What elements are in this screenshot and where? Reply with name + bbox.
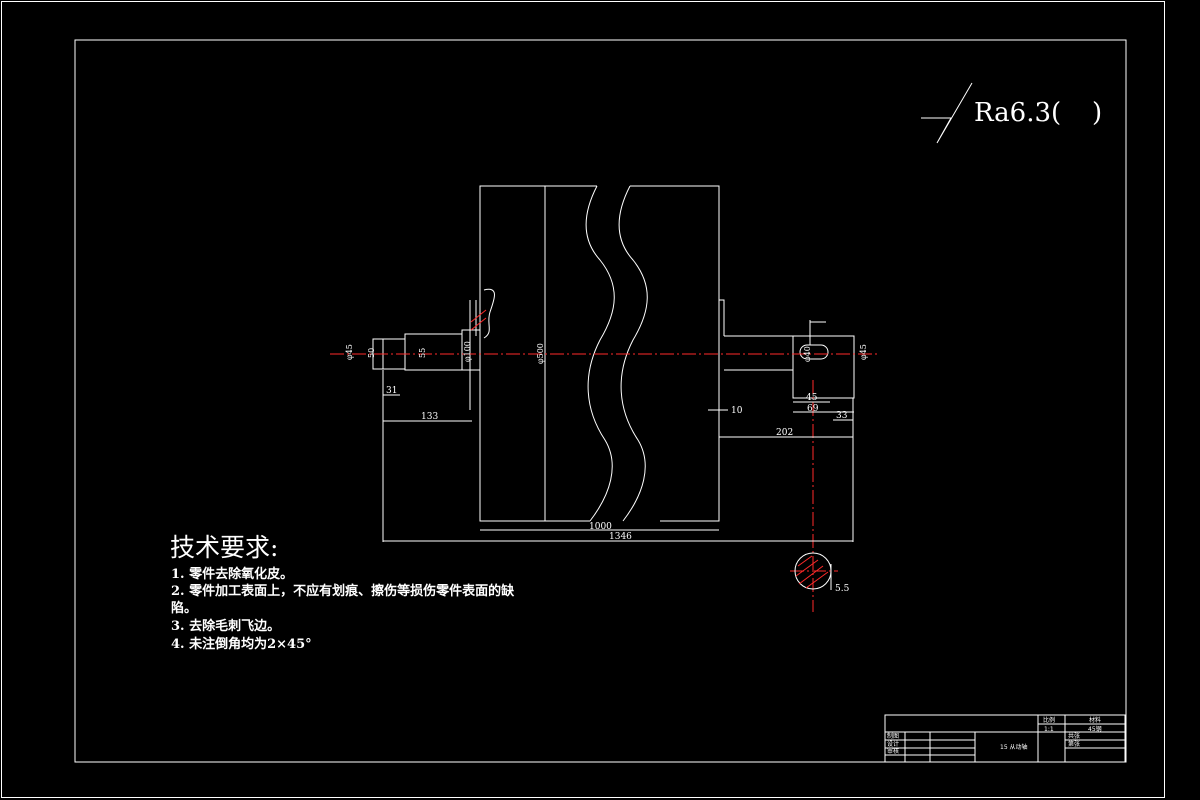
tb-count: 共张 — [1068, 732, 1080, 740]
surface-roughness-symbol: Ra6.3( ) — [921, 82, 1102, 144]
roughness-close: ) — [1092, 98, 1102, 128]
dim-202: 202 — [776, 428, 793, 438]
roughness-label: Ra6.3( — [974, 98, 1061, 128]
break-line-right — [618, 185, 648, 522]
tech-requirement-2: 2. 零件加工表面上，不应有划痕、擦伤等损伤零件表面的缺 — [171, 584, 515, 599]
tb-sheet: 第张 — [1068, 740, 1080, 748]
outer-border — [1, 1, 1165, 798]
tech-requirement-3: 3. 去除毛刺飞边。 — [171, 619, 281, 634]
shaft-outline — [372, 185, 855, 522]
tb-material-label: 材料 — [1089, 716, 1101, 724]
dim-d45-left: φ45 — [345, 344, 354, 360]
tech-requirements-title: 技术要求: — [170, 533, 279, 562]
dimension-lines — [382, 370, 854, 542]
tb-scale-value: 1:1 — [1044, 726, 1054, 733]
dim-1000: 1000 — [589, 522, 612, 532]
dim-69: 69 — [807, 404, 819, 414]
title-block: 比例 材料 1:1 45钢 制图 设计 审核 15 从动轴 共张 第张 — [884, 714, 1126, 763]
break-line-left — [585, 185, 615, 522]
dim-133: 133 — [421, 412, 438, 422]
tech-requirement-1: 1. 零件去除氧化皮。 — [171, 567, 294, 582]
dim-d50: 50 — [367, 348, 376, 358]
dim-d45-right: φ45 — [859, 344, 868, 360]
inner-frame — [74, 39, 1127, 763]
tb-drawn: 制图 — [887, 732, 899, 740]
dim-d100: φ100 — [463, 341, 472, 362]
tech-requirement-2-cont: 陷。 — [171, 601, 198, 616]
tb-material-value: 45钢 — [1088, 725, 1102, 733]
dim-d55: 55 — [418, 348, 427, 358]
dim-33: 33 — [836, 411, 848, 421]
keyway-depth-label: 5.5 — [835, 584, 850, 594]
tb-scale-label: 比例 — [1043, 716, 1055, 724]
dim-45: 45 — [806, 393, 818, 403]
tech-requirement-4: 4. 未注倒角均为2×45° — [171, 637, 312, 652]
tb-design: 设计 — [887, 740, 899, 748]
dim-31: 31 — [386, 386, 397, 396]
dim-d40: φ40 — [803, 346, 812, 362]
tb-part-name: 15 从动轴 — [1000, 743, 1028, 751]
tb-review: 审核 — [887, 747, 899, 755]
dim-d500: φ500 — [536, 343, 545, 364]
keyway-section: 5.5 — [794, 552, 850, 594]
dim-10: 10 — [731, 406, 743, 416]
dim-1346: 1346 — [609, 532, 632, 542]
